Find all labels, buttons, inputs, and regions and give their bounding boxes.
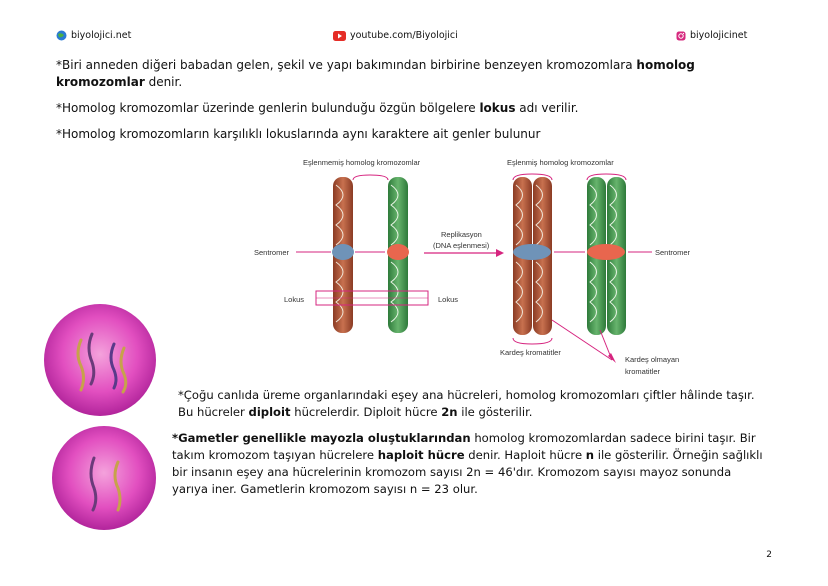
label-locus-right: Lokus — [438, 295, 459, 304]
globe-logo-icon — [56, 30, 67, 41]
label-unpaired: Eşlenmemiş homolog kromozomlar — [303, 158, 421, 167]
label-dna-replication: (DNA eşlenmesi) — [433, 241, 490, 250]
instagram-link[interactable]: biyolojicinet — [690, 30, 748, 41]
header-center[interactable]: youtube.com/Biyolojici — [333, 30, 458, 41]
label-centromere-right: Sentromer — [655, 248, 691, 257]
unpaired-paternal-chromosome — [387, 177, 409, 333]
paired-paternal-chromosome — [587, 177, 626, 335]
header-right[interactable]: biyolojicinet — [676, 30, 747, 41]
diploid-cell-image — [44, 304, 156, 416]
youtube-icon — [333, 30, 346, 41]
youtube-link[interactable]: youtube.com/Biyolojici — [350, 30, 458, 41]
header-left[interactable]: biyolojici.net — [56, 30, 131, 41]
paragraph-diploid: *Çoğu canlıda üreme organlarındaki eşey … — [178, 388, 755, 419]
label-locus-left: Lokus — [284, 295, 305, 304]
haploid-cell-image — [52, 426, 156, 530]
diploid-chromosomes — [76, 332, 128, 394]
label-replication: Replikasyon — [441, 230, 482, 239]
label-nonsister-1: Kardeş olmayan — [625, 355, 680, 364]
label-sister-chromatids: Kardeş kromatitler — [500, 348, 561, 357]
paragraph-genes: *Homolog kromozomların karşılıklı lokusl… — [56, 127, 541, 141]
unpaired-maternal-chromosome — [332, 177, 354, 333]
label-paired: Eşlenmiş homolog kromozomlar — [507, 158, 614, 167]
instagram-icon — [676, 31, 686, 40]
paragraph-gamete: *Gametler genellikle mayozla oluştukları… — [172, 431, 763, 496]
label-centromere-left: Sentromer — [254, 248, 290, 257]
paired-maternal-chromosome — [513, 177, 552, 335]
label-nonsister-2: kromatitler — [625, 367, 661, 376]
page-number: 2 — [766, 550, 772, 560]
haploid-chromosomes — [89, 456, 122, 512]
paragraph-homolog: *Biri anneden diğeri babadan gelen, şeki… — [56, 58, 695, 89]
paragraph-lokus: *Homolog kromozomlar üzerinde genlerin b… — [56, 101, 579, 115]
site-link[interactable]: biyolojici.net — [71, 30, 132, 41]
